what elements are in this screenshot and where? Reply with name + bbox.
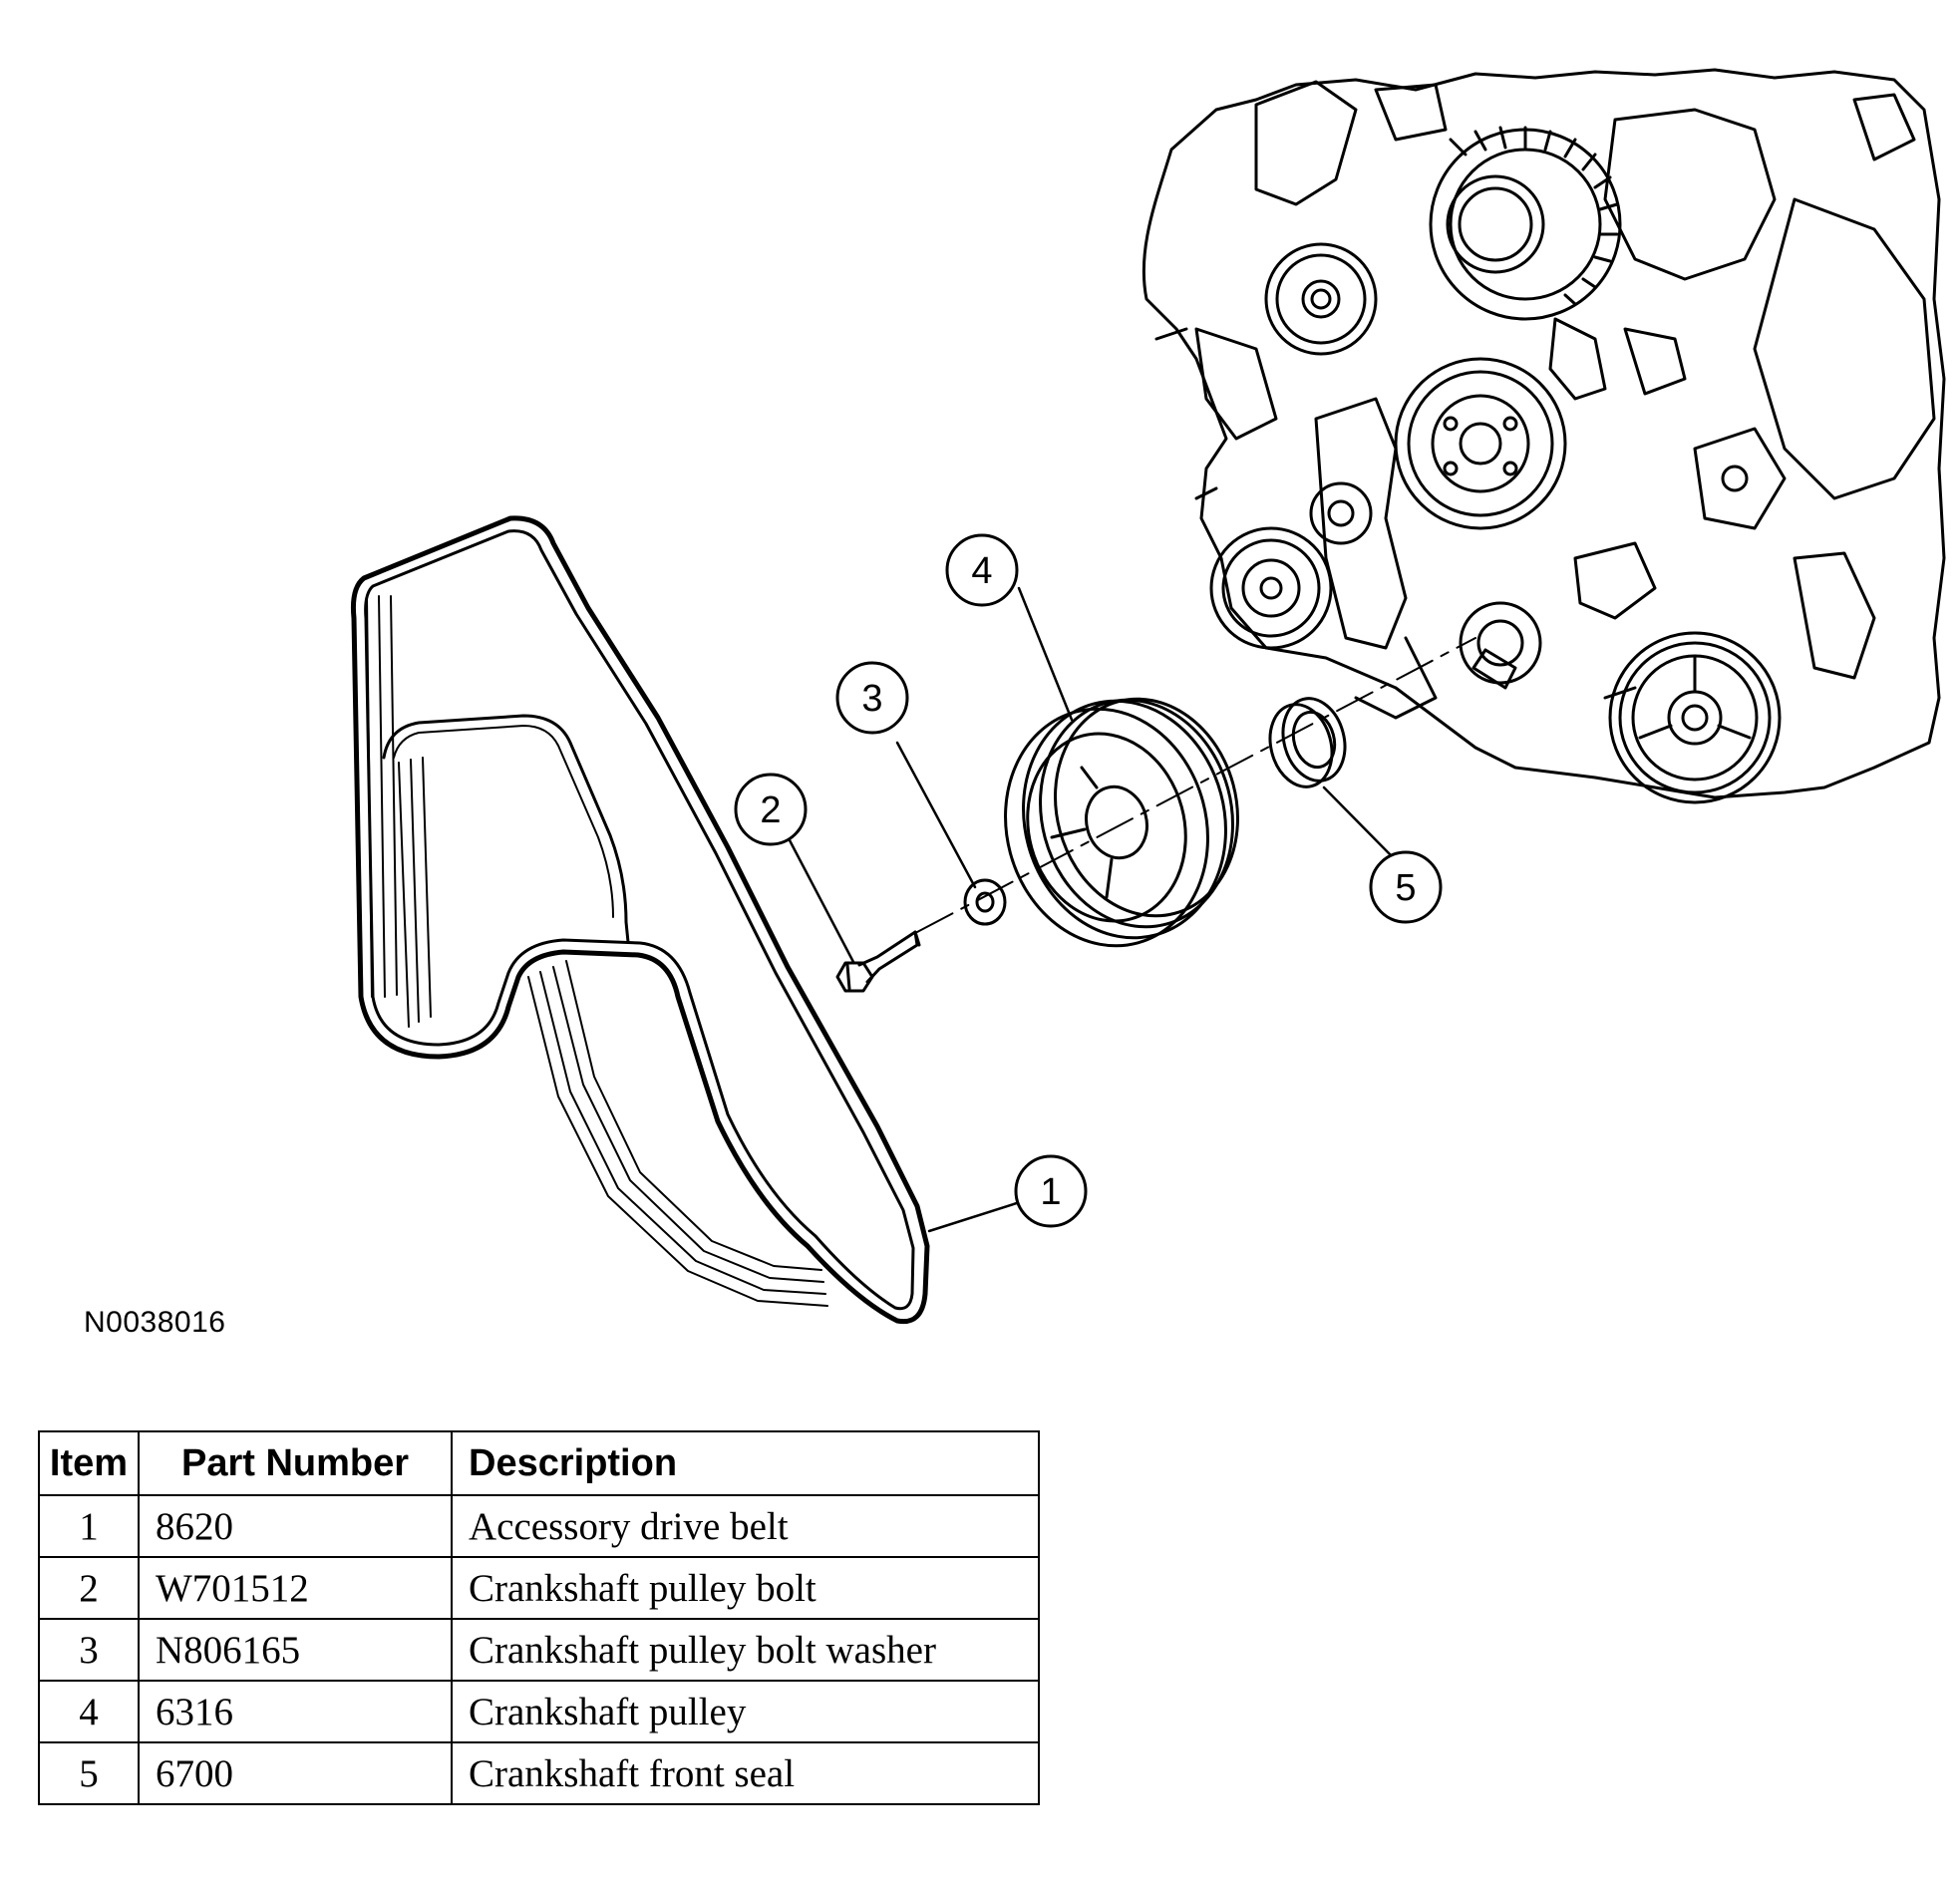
row-part-number: W701512 <box>138 1556 453 1620</box>
engine-assembly <box>1142 68 1946 804</box>
table-row: 3 N806165 Crankshaft pulley bolt washer <box>38 1618 1040 1682</box>
table-row: 4 6316 Crankshaft pulley <box>38 1680 1040 1743</box>
crankshaft-pulley-bolt-washer <box>963 878 1007 926</box>
row-item: 2 <box>38 1556 140 1620</box>
callout-2-label: 2 <box>760 789 781 831</box>
callout-1-circle <box>1014 1154 1088 1228</box>
row-description: Crankshaft front seal <box>451 1741 1040 1805</box>
callout-5-label: 5 <box>1395 867 1416 909</box>
row-item: 4 <box>38 1680 140 1743</box>
row-item: 1 <box>38 1494 140 1558</box>
callout-4-circle <box>945 533 1019 607</box>
callout-2-circle <box>734 773 808 846</box>
callout-3-label: 3 <box>861 678 882 720</box>
crankshaft-pulley <box>1004 697 1239 948</box>
accessory-drive-belt <box>351 515 930 1325</box>
header-item: Item <box>38 1430 140 1496</box>
figure-id: N0038016 <box>84 1306 226 1339</box>
parts-table: Item Part Number Description 1 8620 Acce… <box>38 1430 1040 1805</box>
callout-bubbles <box>734 533 1443 1228</box>
row-description: Accessory drive belt <box>451 1494 1040 1558</box>
crankshaft-front-seal <box>1268 697 1347 788</box>
callout-5-circle <box>1369 850 1443 924</box>
crankshaft-pulley-bolt <box>835 930 921 993</box>
row-part-number: 6316 <box>138 1680 453 1743</box>
callout-1-label: 1 <box>1040 1171 1061 1213</box>
assembly-centerline <box>916 637 1476 933</box>
row-description: Crankshaft pulley bolt <box>451 1556 1040 1620</box>
row-part-number: 8620 <box>138 1494 453 1558</box>
leader-lines <box>788 586 1395 1233</box>
row-part-number: N806165 <box>138 1618 453 1682</box>
exploded-view-illustration: 1 2 3 4 5 <box>351 68 1946 1325</box>
parts-table-header: Item Part Number Description <box>38 1430 1040 1496</box>
row-description: Crankshaft pulley <box>451 1680 1040 1743</box>
row-item: 3 <box>38 1618 140 1682</box>
header-description: Description <box>451 1430 1040 1496</box>
table-row: 2 W701512 Crankshaft pulley bolt <box>38 1556 1040 1620</box>
header-part-number: Part Number <box>138 1430 453 1496</box>
row-item: 5 <box>38 1741 140 1805</box>
callout-3-circle <box>835 661 909 735</box>
table-row: 1 8620 Accessory drive belt <box>38 1494 1040 1558</box>
callout-4-label: 4 <box>971 550 992 592</box>
row-description: Crankshaft pulley bolt washer <box>451 1618 1040 1682</box>
row-part-number: 6700 <box>138 1741 453 1805</box>
table-row: 5 6700 Crankshaft front seal <box>38 1741 1040 1805</box>
